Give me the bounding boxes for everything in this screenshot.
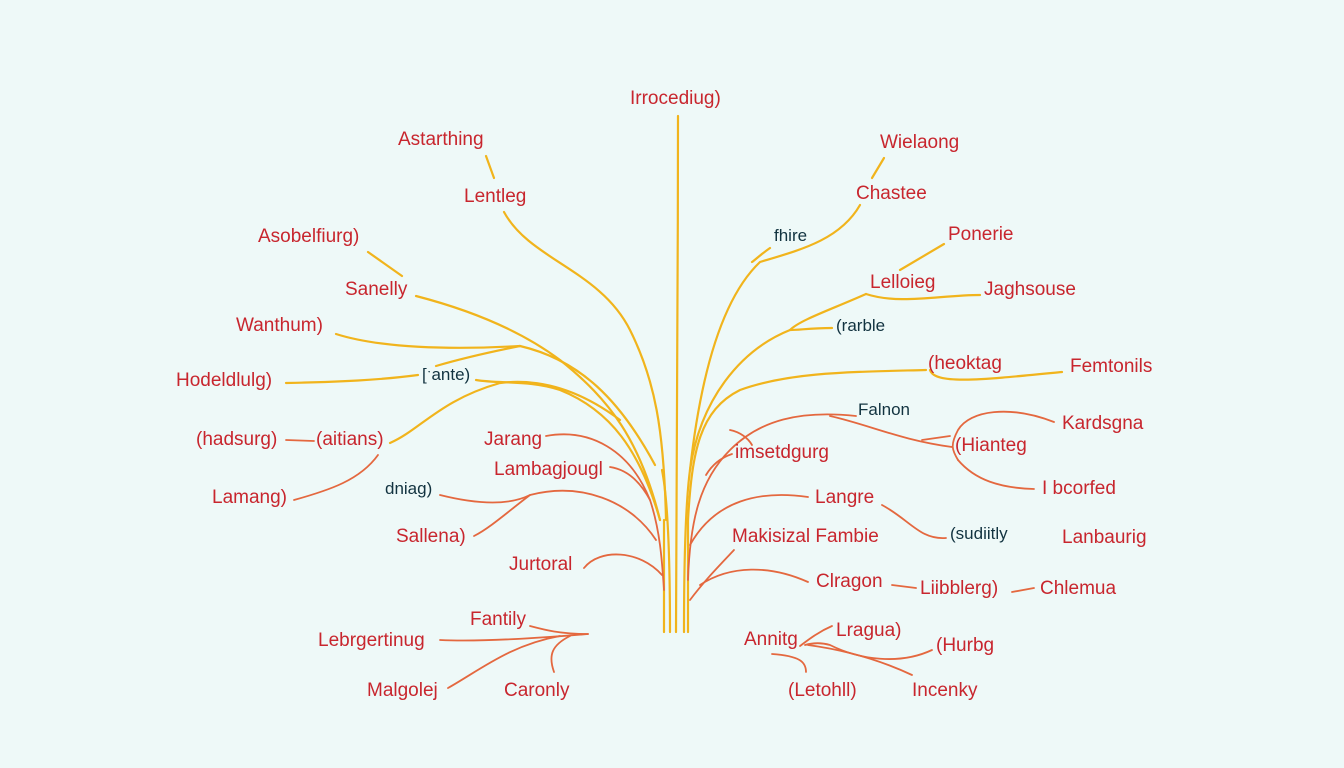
node-falnon: Falnon	[858, 400, 910, 419]
node-asobelfiurg: Asobelfiurg)	[258, 226, 360, 247]
node-femtonils: Femtonils	[1070, 356, 1153, 377]
branch-heoktag	[686, 368, 928, 522]
branch-hianteg-fork	[921, 435, 951, 441]
branch-lambagjougl	[609, 466, 651, 501]
node-wanthum: Wanthum)	[236, 315, 323, 336]
branch-dniag	[439, 489, 657, 541]
branch-imsetdgurg	[729, 429, 753, 446]
branch-malgolej	[447, 635, 561, 689]
node-hurbg: (Hurbg	[936, 635, 995, 656]
node-sudiitly: (sudiitly	[950, 524, 1008, 543]
node-jarang: Jarang	[484, 429, 543, 450]
branch-aitians	[388, 380, 622, 445]
branch-makisizal	[689, 549, 735, 601]
node-lamang: Lamang)	[212, 487, 287, 508]
node-liibblerg: Liibblerg)	[920, 578, 999, 599]
node-sanelly: Sanelly	[345, 279, 408, 300]
branch-fantily	[529, 625, 589, 635]
node-ante: [ˑante)	[422, 365, 471, 384]
branch-hodeldlulg	[284, 373, 420, 385]
node-caronly: Caronly	[504, 680, 570, 701]
branch-sanelly	[414, 294, 662, 522]
node-makisizal: Makisizal Fambie	[732, 526, 879, 547]
node-lanbaurig: Lanbaurig	[1062, 527, 1147, 548]
node-fhire: fhire	[774, 226, 808, 245]
branch-fhire	[750, 246, 772, 264]
node-hianteg: (Hianteg	[955, 435, 1027, 456]
branch-asobelfiurg	[366, 250, 404, 278]
node-chastee: Chastee	[856, 183, 927, 204]
branch-falnon	[687, 413, 857, 581]
branch-femtonils	[928, 368, 1064, 381]
branch-lentleg	[502, 210, 668, 522]
branch-langre	[689, 494, 809, 546]
node-jaghsouse: Jaghsouse	[984, 279, 1076, 300]
branch-hurbg	[804, 642, 933, 660]
branch-ponerie	[898, 242, 946, 272]
branch-incenky	[807, 644, 913, 676]
node-hodeldlulg: Hodeldlulg)	[176, 370, 273, 391]
branch-hadsurg	[285, 439, 315, 442]
node-lambagjougl: Lambagjougl	[494, 459, 603, 480]
branch-rarble	[788, 326, 834, 332]
node-lentleg: Lentleg	[464, 186, 527, 207]
node-lelloieg: Lelloieg	[870, 272, 936, 293]
branch-jurtoral	[583, 553, 663, 576]
node-kardsgna: Kardsgna	[1062, 413, 1144, 434]
node-letohll: (Letohll)	[788, 680, 857, 701]
node-dniag: dniag)	[385, 479, 433, 498]
node-imsetdgurg: imsetdgurg	[735, 442, 829, 463]
branch-jaghsouse	[864, 292, 982, 301]
node-langre: Langre	[815, 487, 875, 508]
branch-ante-up	[434, 344, 522, 368]
branch-lebrgertinug	[439, 633, 589, 642]
trunk-line-3	[682, 468, 692, 634]
node-hadsurg: (hadsurg)	[196, 429, 278, 450]
branch-lelloieg	[688, 292, 868, 472]
branch-falnon-hianteg	[829, 415, 953, 448]
branch-liibblerg	[891, 584, 917, 589]
branch-kardsgna	[951, 410, 1055, 461]
node-heoktag: (heoktag	[928, 353, 1002, 374]
node-fantily: Fantily	[470, 609, 526, 630]
trunk-line	[674, 114, 680, 634]
node-sallena: Sallena)	[396, 526, 466, 547]
branch-clragon	[699, 568, 809, 586]
branch-imsetdgurg-b	[705, 453, 733, 476]
branch-wielaong	[870, 156, 886, 180]
branch-ibcorfed	[957, 459, 1035, 490]
node-rarble: (rarble	[836, 316, 886, 335]
node-jurtoral: Jurtoral	[509, 554, 573, 575]
branch-astarthing	[484, 154, 496, 180]
node-ponerie: Ponerie	[948, 224, 1014, 245]
branch-sallena	[473, 494, 531, 537]
branch-letohll	[771, 653, 807, 673]
node-clragon: Clragon	[816, 571, 883, 592]
node-lebrgertinug: Lebrgertinug	[318, 630, 425, 651]
node-malgolej: Malgolej	[367, 680, 438, 701]
branch-chastee	[688, 203, 862, 472]
node-astarthing: Astarthing	[398, 129, 484, 150]
node-aitians: (aitians)	[316, 429, 384, 450]
branch-annitg	[799, 625, 833, 647]
node-lragua: Lragua)	[836, 620, 902, 641]
branch-caronly	[550, 635, 571, 673]
node-ibcorfed: I bcorfed	[1042, 478, 1116, 499]
node-chlemua: Chlemua	[1040, 578, 1117, 599]
branch-lamang	[293, 454, 379, 501]
node-wielaong: Wielaong	[880, 132, 960, 153]
node-incenky: Incenky	[912, 680, 978, 701]
branch-sudiitly	[881, 504, 947, 539]
root-node: Irrocediug)	[630, 88, 721, 109]
branch-chlemua	[1011, 587, 1035, 593]
node-annitg: Annitg	[744, 629, 798, 650]
